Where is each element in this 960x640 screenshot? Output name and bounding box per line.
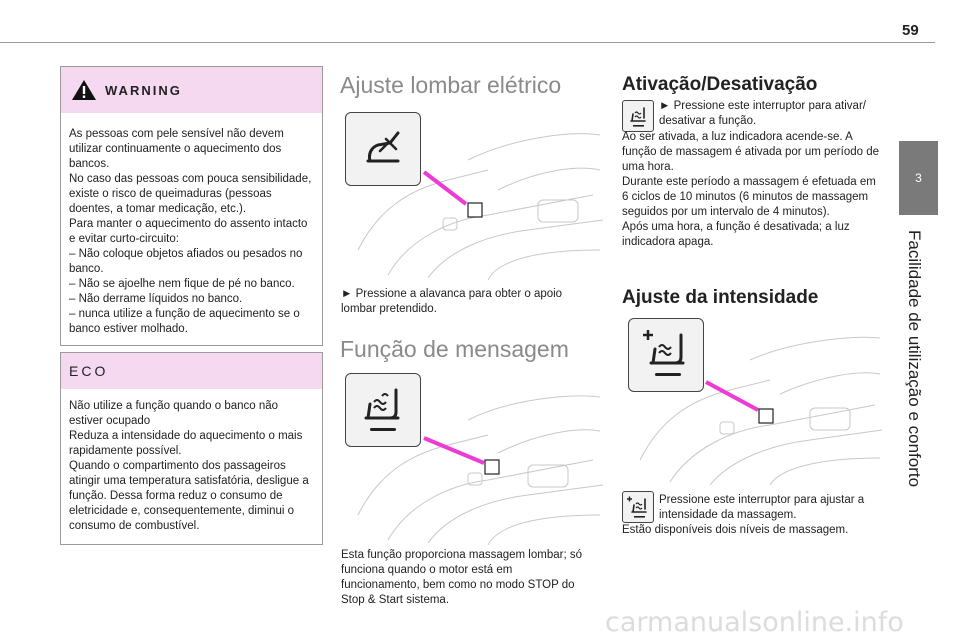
lumbar-illustration [357,133,604,280]
intensity-instruction-cont: intensidade da massagem. [659,509,797,521]
watermark: carmanualsonline.info [605,607,904,638]
lumbar-text: ► Pressione a alavanca para obter o apoi… [341,288,563,315]
chapter-title-container: Facilidade de utilização e conforto [894,230,934,488]
chapter-tab[interactable]: 3 [899,141,938,215]
eco-box: ECO Não utilize a função quando o banco … [60,352,323,545]
eco-header: ECO [61,353,322,389]
activation-instruction: ► Pressione este interruptor para ativar… [659,100,866,112]
activation-switch-icon [622,100,654,132]
header-rule [0,42,935,43]
eco-label: ECO [69,363,109,379]
warning-label: WARNING [105,82,182,98]
intensity-instruction: Pressione este interruptor para ajustar … [659,494,865,506]
lumbar-seat-icon [345,112,421,186]
massage-title: Função de mensagem [340,336,569,362]
eco-text: Não utilize a função quando o banco não … [69,400,309,532]
warning-box: WARNING As pessoas com pele sensível não… [60,66,323,346]
warning-text: As pessoas com pele sensível não devem u… [69,128,312,335]
massage-intensity-icon [628,318,704,392]
intensity-illustration [639,336,883,485]
chapter-title: Facilidade de utilização e conforto [905,230,924,488]
intensity-switch-icon [622,491,654,523]
warning-header: WARNING [61,67,322,113]
massage-seat-icon [345,373,421,447]
activation-title: Ativação/Desativação [622,74,818,95]
page-number: 59 [902,22,919,39]
intensity-text: Estão disponíveis dois níveis de massage… [622,524,849,536]
massage-text: Esta função proporciona massagem lombar;… [341,549,582,606]
activation-text: Ao ser ativada, a luz indicadora acende-… [622,131,879,248]
lumbar-title: Ajuste lombar elétrico [340,72,562,98]
intensity-title: Ajuste da intensidade [622,287,819,308]
massage-illustration [357,395,604,545]
activation-instruction-cont: desativar a função. [659,115,757,127]
warning-triangle-icon [72,80,96,100]
